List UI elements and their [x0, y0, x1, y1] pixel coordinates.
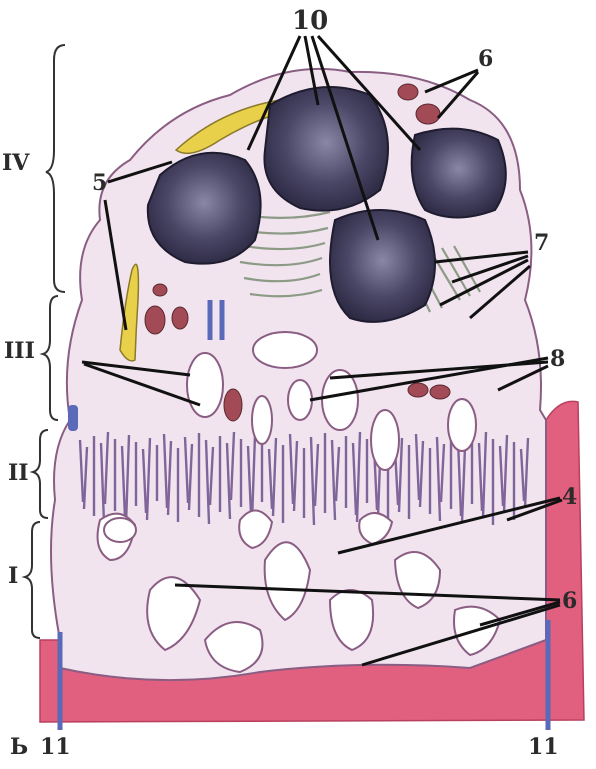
- callout-5: 5: [92, 172, 107, 194]
- callout-6-bottom: 6: [562, 590, 577, 612]
- callout-10: 10: [292, 8, 328, 34]
- bottom-label-11-left: 11: [40, 736, 71, 758]
- bottom-label-b: Ь: [10, 736, 28, 758]
- layer-label-iv: IV: [2, 152, 29, 174]
- layer-label-i: I: [8, 565, 18, 587]
- layer-label-ii: II: [8, 462, 29, 484]
- vessel-fragment: [68, 405, 78, 431]
- callout-6-top: 6: [478, 48, 493, 70]
- layer-label-iii: III: [4, 340, 35, 362]
- bottom-label-11-right: 11: [528, 736, 559, 758]
- callout-8: 8: [550, 348, 565, 370]
- callout-7: 7: [534, 232, 549, 254]
- callout-4: 4: [562, 486, 577, 508]
